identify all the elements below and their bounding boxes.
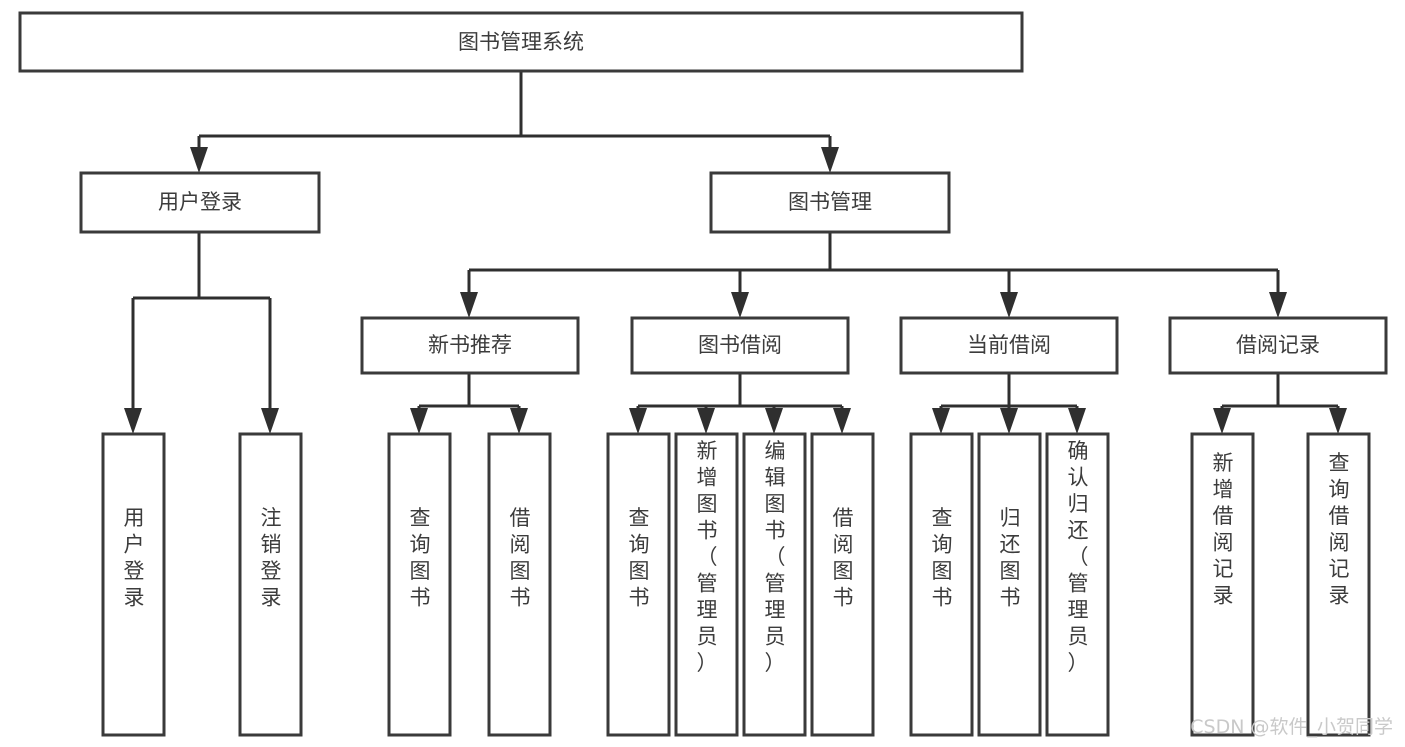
arrow-to-new-book-rec <box>460 292 478 318</box>
arrow-to-leaf-borrow-book-2 <box>833 408 851 434</box>
node-leaf-user-logout-label: 注销登录 <box>261 506 282 610</box>
node-leaf-query-record-label: 查询借阅记录 <box>1329 451 1350 608</box>
node-leaf-edit-book-label: 编辑图书（管理员） <box>765 439 786 675</box>
node-leaf-borrow-book-2[interactable]: 借阅图书 <box>810 432 875 737</box>
node-leaf-user-login-label: 用户登录 <box>124 506 145 610</box>
node-leaf-add-book[interactable]: 新增图书（管理员） <box>674 432 739 737</box>
node-new-book-rec[interactable]: 新书推荐 <box>360 316 580 375</box>
node-current-borrow-box[interactable] <box>899 316 1119 375</box>
node-leaf-confirm-return-label: 确认归还（管理员） <box>1068 439 1089 675</box>
node-leaf-query-book-1[interactable]: 查询图书 <box>387 432 452 737</box>
arrow-to-leaf-query-book-3 <box>932 408 950 434</box>
node-new-book-rec-label: 新书推荐 <box>428 333 512 357</box>
node-leaf-user-logout[interactable]: 注销登录 <box>238 432 303 737</box>
node-leaf-query-book-2-label: 查询图书 <box>629 506 650 610</box>
node-borrow-record[interactable]: 借阅记录 <box>1168 316 1388 375</box>
node-leaf-borrow-book-2-box[interactable] <box>810 432 875 737</box>
arrow-to-leaf-query-record <box>1329 408 1347 434</box>
arrow-to-book-manage <box>821 147 839 173</box>
arrow-to-leaf-edit-book <box>765 408 783 434</box>
node-user-login-box[interactable] <box>79 171 321 234</box>
node-leaf-add-record-box[interactable] <box>1190 432 1255 737</box>
node-leaf-confirm-return[interactable]: 确认归还（管理员） <box>1045 432 1110 737</box>
node-leaf-query-book-2[interactable]: 查询图书 <box>606 432 671 737</box>
node-leaf-query-record-box[interactable] <box>1306 432 1371 737</box>
node-leaf-user-login-box[interactable] <box>101 432 166 737</box>
node-book-manage[interactable]: 图书管理 <box>709 171 951 234</box>
node-leaf-edit-book-box[interactable] <box>742 432 807 737</box>
arrow-to-leaf-query-book-2 <box>629 408 647 434</box>
node-leaf-borrow-book-2-label: 借阅图书 <box>833 506 854 610</box>
arrow-to-leaf-confirm-return <box>1068 408 1086 434</box>
node-book-borrow[interactable]: 图书借阅 <box>630 316 850 375</box>
arrow-to-current-borrow <box>1000 292 1018 318</box>
node-leaf-query-book-1-label: 查询图书 <box>410 506 431 610</box>
node-root-box[interactable] <box>18 11 1024 73</box>
node-leaf-user-logout-box[interactable] <box>238 432 303 737</box>
node-leaf-add-book-box[interactable] <box>674 432 739 737</box>
node-current-borrow-label: 当前借阅 <box>967 333 1051 357</box>
node-leaf-borrow-book-1-label: 借阅图书 <box>510 506 531 610</box>
node-book-manage-label: 图书管理 <box>788 190 872 214</box>
node-leaf-confirm-return-box[interactable] <box>1045 432 1110 737</box>
node-book-borrow-label: 图书借阅 <box>698 333 782 357</box>
node-root[interactable]: 图书管理系统 <box>18 11 1024 73</box>
node-user-login[interactable]: 用户登录 <box>79 171 321 234</box>
node-leaf-borrow-book-1-box[interactable] <box>487 432 552 737</box>
node-leaf-query-book-3-box[interactable] <box>909 432 974 737</box>
node-borrow-record-box[interactable] <box>1168 316 1388 375</box>
arrow-to-leaf-add-book <box>697 408 715 434</box>
node-current-borrow[interactable]: 当前借阅 <box>899 316 1119 375</box>
arrow-to-leaf-add-record <box>1213 408 1231 434</box>
arrow-to-leaf-borrow-book-1 <box>510 408 528 434</box>
node-leaf-return-book[interactable]: 归还图书 <box>977 432 1042 737</box>
node-leaf-add-record-label: 新增借阅记录 <box>1213 451 1234 608</box>
node-leaf-return-book-box[interactable] <box>977 432 1042 737</box>
node-root-label: 图书管理系统 <box>458 30 584 54</box>
node-leaf-query-book-1-box[interactable] <box>387 432 452 737</box>
node-leaf-query-book-3-label: 查询图书 <box>932 506 953 610</box>
arrow-to-leaf-query-book-1 <box>410 408 428 434</box>
arrow-to-leaf-return-book <box>1000 408 1018 434</box>
arrow-to-leaf-user-login <box>124 408 142 434</box>
node-borrow-record-label: 借阅记录 <box>1236 333 1320 357</box>
node-leaf-query-book-2-box[interactable] <box>606 432 671 737</box>
node-book-borrow-box[interactable] <box>630 316 850 375</box>
node-leaf-query-book-3[interactable]: 查询图书 <box>909 432 974 737</box>
node-book-manage-box[interactable] <box>709 171 951 234</box>
node-leaf-borrow-book-1[interactable]: 借阅图书 <box>487 432 552 737</box>
node-leaf-edit-book[interactable]: 编辑图书（管理员） <box>742 432 807 737</box>
arrow-to-borrow-record <box>1269 292 1287 318</box>
node-leaf-add-book-label: 新增图书（管理员） <box>697 439 718 675</box>
csdn-watermark: CSDN @软件_小贺同学 <box>1190 716 1393 738</box>
node-new-book-rec-box[interactable] <box>360 316 580 375</box>
node-leaf-user-login[interactable]: 用户登录 <box>101 432 166 737</box>
arrow-to-book-borrow <box>731 292 749 318</box>
arrow-to-leaf-user-logout <box>261 408 279 434</box>
node-leaf-query-record[interactable]: 查询借阅记录 <box>1306 432 1371 737</box>
node-leaf-add-record[interactable]: 新增借阅记录 <box>1190 432 1255 737</box>
node-leaf-return-book-label: 归还图书 <box>1000 506 1021 610</box>
connector-layer <box>124 71 1347 434</box>
arrow-to-user-login <box>190 147 208 173</box>
node-user-login-label: 用户登录 <box>158 190 242 214</box>
